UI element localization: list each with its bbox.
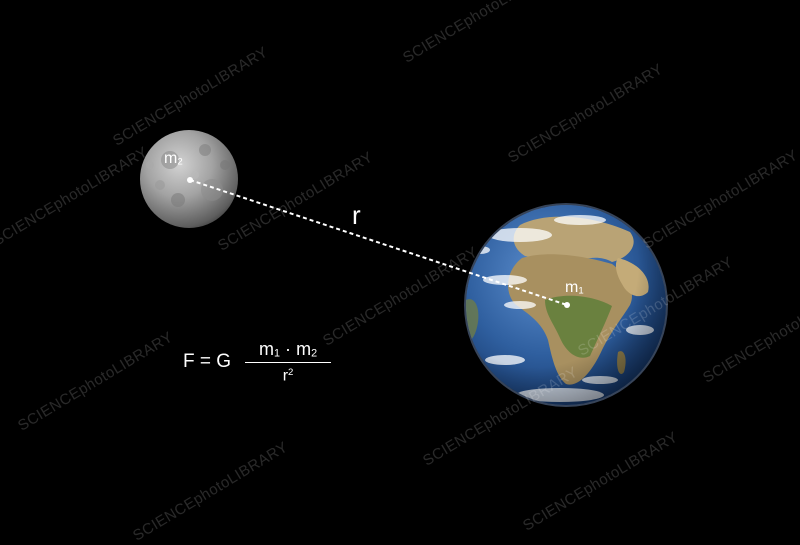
formula-numerator: m1 · m2: [259, 339, 318, 360]
formula-lhs: F = G: [183, 351, 232, 373]
formula-fraction: m1 · m2 r2: [245, 339, 332, 385]
mass-2-label: m2: [164, 150, 183, 168]
fraction-bar: [245, 362, 332, 363]
formula-denominator: r2: [282, 367, 294, 385]
gravitation-formula: F = G m1 · m2 r2: [183, 339, 332, 385]
distance-line: [189, 179, 568, 306]
distance-label: r: [352, 200, 361, 230]
mass-1-center-point: [564, 302, 570, 308]
mass-1-label: m1: [565, 279, 584, 297]
mass-2-center-point: [187, 177, 193, 183]
